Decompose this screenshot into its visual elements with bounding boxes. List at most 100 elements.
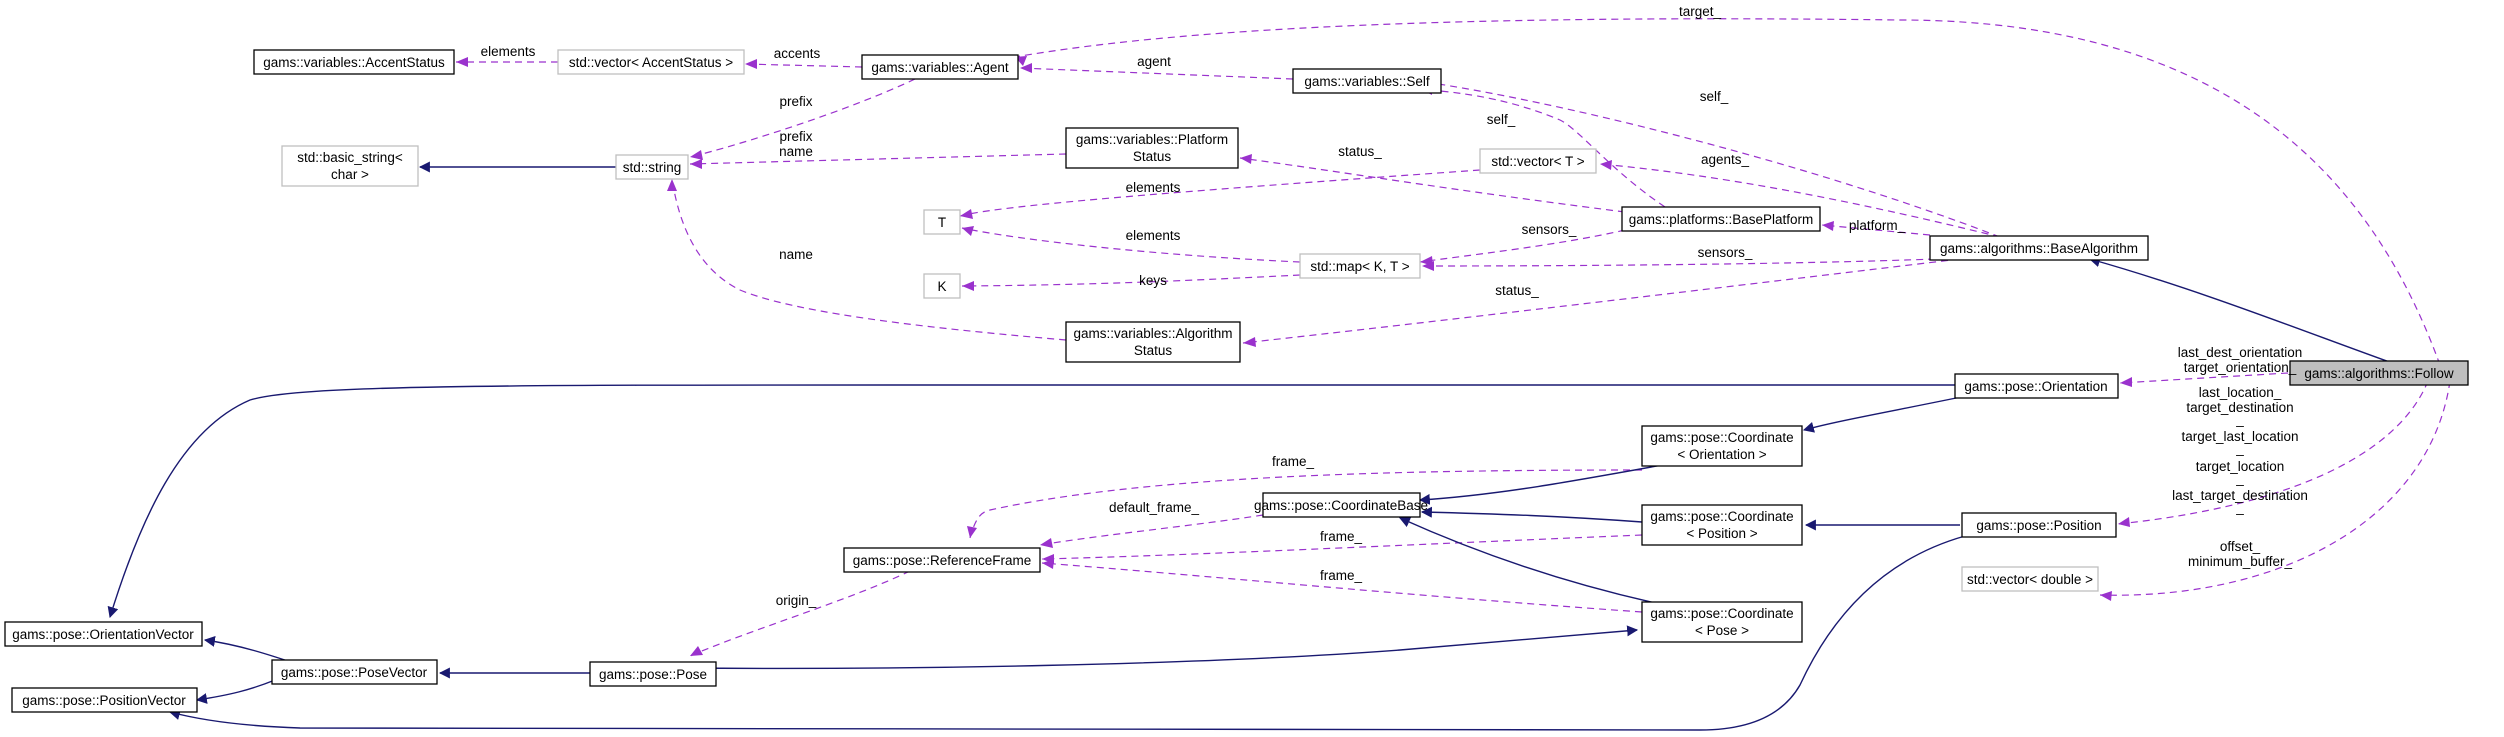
node-coordinate-orientation[interactable]: gams::pose::Coordinate < Orientation > (1641, 425, 1803, 467)
edge-label-sensors-platform: sensors_ (1522, 222, 1577, 237)
node-string[interactable]: std::string (615, 154, 689, 180)
node-label-line-1: gams::pose::Coordinate (1650, 509, 1793, 524)
arrowhead-keys (962, 281, 974, 291)
edge-label-elements-accent: elements (481, 44, 536, 59)
node-label: gams::pose::OrientationVector (12, 627, 194, 642)
arrowhead-double-fields (2100, 591, 2112, 601)
edge-label-target-destination: target_destination (2186, 400, 2293, 415)
arrowhead-elements-vector-t (960, 209, 973, 219)
edge-basealgorithm-baseplatform (1821, 224, 1931, 236)
node-base-platform[interactable]: gams::platforms::BasePlatform (1621, 206, 1821, 232)
edge-basealgorithm-algorithmstatus (1242, 258, 1961, 344)
node-vector-accent-status[interactable]: std::vector< AccentStatus > (557, 49, 745, 75)
arrowhead-sensors-algorithm (1422, 261, 1434, 271)
node-coordinate-base[interactable]: gams::pose::CoordinateBase (1254, 492, 1428, 518)
node-label: gams::algorithms::Follow (2304, 366, 2454, 381)
node-coordinate-pose[interactable]: gams::pose::Coordinate < Pose > (1641, 601, 1803, 643)
edge-self-agent (1019, 67, 1294, 80)
edge-label-prefix: prefix (779, 129, 812, 144)
node-k[interactable]: K (923, 273, 961, 299)
edge-label-elements-map: elements (1126, 228, 1181, 243)
edge-map-t (961, 227, 1301, 263)
edge-label-agents: agents_ (1701, 152, 1750, 167)
edge-label-target: target_ (1679, 4, 1722, 19)
node-pose[interactable]: gams::pose::Pose (589, 661, 717, 687)
node-label-line-2: < Position > (1686, 526, 1757, 541)
node-self[interactable]: gams::variables::Self (1292, 68, 1442, 94)
arrowhead-default-frame (1040, 538, 1053, 548)
edge-label-status-platform: status_ (1338, 144, 1382, 159)
node-label: gams::variables::Self (1304, 74, 1430, 89)
edge-coord-orientation-coordinatebase (1418, 459, 1691, 505)
node-label-line-1: gams::variables::Algorithm (1073, 326, 1232, 341)
edge-label-last-target-destination: last_target_destination (2172, 488, 2308, 503)
node-coordinate-position[interactable]: gams::pose::Coordinate < Position > (1641, 504, 1803, 546)
node-label: std::map< K, T > (1310, 259, 1409, 274)
edge-label-origin: origin_ (776, 593, 817, 608)
node-map-kt[interactable]: std::map< K, T > (1299, 253, 1421, 279)
node-vector-t[interactable]: std::vector< T > (1479, 148, 1597, 174)
node-label: gams::algorithms::BaseAlgorithm (1940, 241, 2138, 256)
edge-baseplatform-platformstatus (1239, 157, 1626, 213)
edge-basealgorithm-map (1421, 258, 1936, 267)
node-label-line-1: gams::variables::Platform (1076, 132, 1228, 147)
node-orientation[interactable]: gams::pose::Orientation (1954, 373, 2119, 399)
edge-label-target-last-location-suffix: _ (2235, 441, 2244, 456)
edge-label-target-orientation: target_orientation_ (2184, 360, 2297, 375)
node-position-vector[interactable]: gams::pose::PositionVector (11, 687, 198, 713)
arrowhead-origin (690, 646, 703, 656)
node-label: gams::variables::Agent (871, 60, 1009, 75)
edge-label-minimum-buffer: minimum_buffer_ (2188, 554, 2293, 569)
edge-pose-coord-pose (679, 625, 1639, 670)
edge-basealgorithm-vector-t (1599, 163, 2001, 238)
node-accent-status[interactable]: gams::variables::AccentStatus (253, 49, 455, 75)
node-label: gams::platforms::BasePlatform (1629, 212, 1814, 227)
node-agent[interactable]: gams::variables::Agent (861, 54, 1019, 80)
node-platform-status[interactable]: gams::variables::Platform Status (1065, 127, 1239, 169)
arrowhead-position-fields (2118, 517, 2130, 527)
arrowhead-prefix-name (690, 159, 702, 169)
node-label: K (937, 279, 946, 294)
edge-coord-position-coordinatebase (1420, 506, 1643, 523)
edge-algorithmstatus-string (671, 178, 1067, 341)
node-label: T (938, 215, 946, 230)
node-label: std::string (623, 160, 682, 175)
node-orientation-vector[interactable]: gams::pose::OrientationVector (4, 621, 203, 647)
edge-label-prefix-agent: prefix (779, 94, 812, 109)
node-label-line-2: < Orientation > (1677, 447, 1766, 462)
edge-agent-string (689, 78, 916, 158)
node-label: gams::pose::PoseVector (281, 665, 428, 680)
edge-coord-position-frame (1041, 534, 1643, 560)
edge-label-target-destination-suffix: _ (2235, 412, 2244, 427)
edge-baseplatform-map (1419, 229, 1626, 263)
edge-label-platform: platform_ (1849, 218, 1906, 233)
edge-agent-vector-accent (744, 63, 863, 68)
node-vector-double[interactable]: std::vector< double > (1961, 566, 2099, 592)
node-pose-vector[interactable]: gams::pose::PoseVector (271, 659, 438, 685)
node-reference-frame[interactable]: gams::pose::ReferenceFrame (843, 547, 1041, 573)
edge-coordinatebase-frame (1039, 514, 1264, 546)
edge-label-layer: target_ elements accents agent self_ pre… (481, 4, 2308, 608)
edge-follow-orientation (2119, 372, 2289, 384)
edge-label-sensors-algorithm: sensors_ (1698, 245, 1753, 260)
edge-follow-vector-double (2099, 380, 2451, 596)
node-label: gams::pose::CoordinateBase (1254, 498, 1428, 513)
node-label-line-1: gams::pose::Coordinate (1650, 430, 1793, 445)
edge-follow-basealgorithm (2088, 256, 2396, 365)
edge-label-target-last-location: target_last_location (2181, 429, 2298, 444)
node-label-line-1: gams::pose::Coordinate (1650, 606, 1793, 621)
node-label-line-2: < Pose > (1695, 623, 1749, 638)
arrowhead-platform (1822, 221, 1834, 231)
edge-coord-pose-coordinatebase (1398, 517, 1661, 605)
node-label-line-2: Status (1133, 149, 1172, 164)
node-base-algorithm[interactable]: gams::algorithms::BaseAlgorithm (1929, 235, 2149, 261)
edge-reference-frame-pose (689, 570, 911, 657)
node-basic-string[interactable]: std::basic_string< char > (281, 145, 419, 187)
node-t[interactable]: T (923, 209, 961, 235)
node-follow[interactable]: gams::algorithms::Follow (2289, 360, 2469, 386)
edge-label-keys: keys (1139, 273, 1167, 288)
node-position[interactable]: gams::pose::Position (1961, 512, 2117, 538)
node-algorithm-status[interactable]: gams::variables::Algorithm Status (1065, 321, 1241, 363)
edge-label-target-location: target_location (2196, 459, 2285, 474)
arrowhead-orientation-fields (2120, 377, 2132, 387)
